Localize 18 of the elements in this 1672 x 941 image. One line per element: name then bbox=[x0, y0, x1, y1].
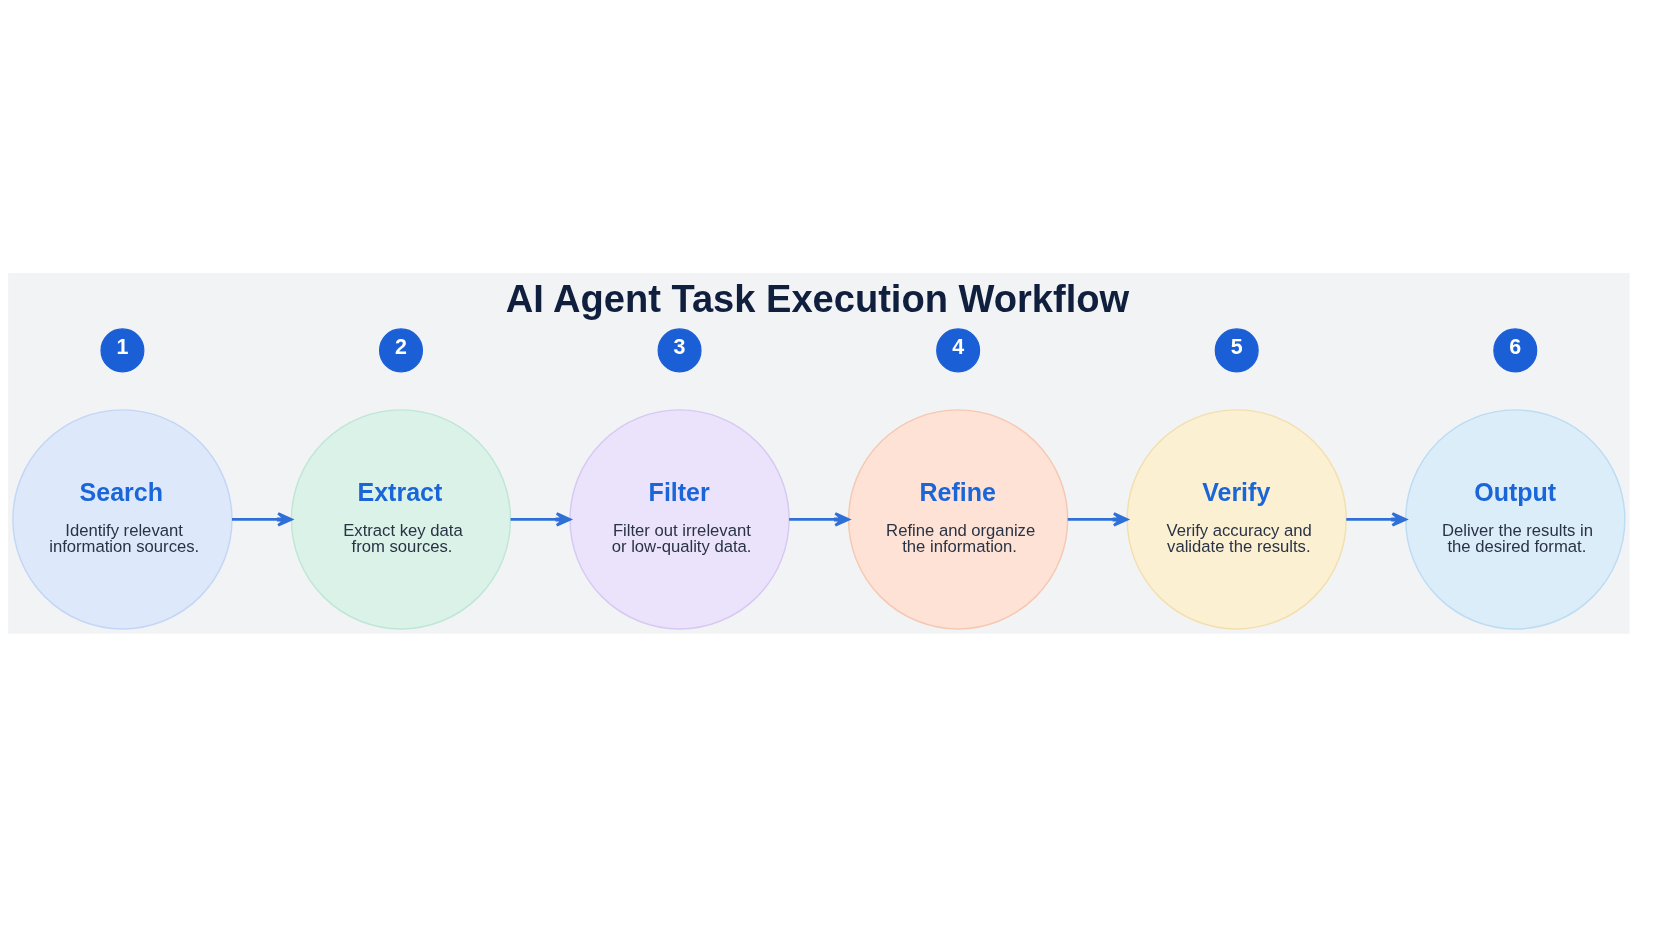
node-circle: 4 bbox=[936, 328, 981, 373]
arrow bbox=[789, 512, 850, 527]
node-circle: Search Identify relevant information sources. bbox=[12, 409, 233, 630]
node-circle: Refine Refine and organize the information. bbox=[847, 409, 1069, 630]
node-circle: 5 bbox=[1214, 328, 1259, 373]
diagram-title: AI Agent Task Execution Workflow bbox=[505, 277, 1130, 320]
node-circle: 3 bbox=[657, 328, 702, 373]
arrow bbox=[232, 512, 293, 527]
arrow bbox=[510, 512, 572, 527]
node-circle: 1 bbox=[100, 328, 145, 373]
node-circle: Extract Extract key data from sources. bbox=[290, 409, 512, 630]
arrow bbox=[1067, 512, 1129, 527]
node-circle: 6 bbox=[1493, 328, 1538, 373]
node-circle: Output Deliver the results in the desired format. bbox=[1405, 409, 1626, 630]
node-circle: 2 bbox=[378, 328, 424, 373]
node-circle: Verify Verify accuracy and validate the results. bbox=[1126, 409, 1347, 630]
arrow bbox=[1346, 512, 1407, 527]
node-circle: Filter Filter out irrelevant or low-quality data. bbox=[569, 409, 790, 630]
